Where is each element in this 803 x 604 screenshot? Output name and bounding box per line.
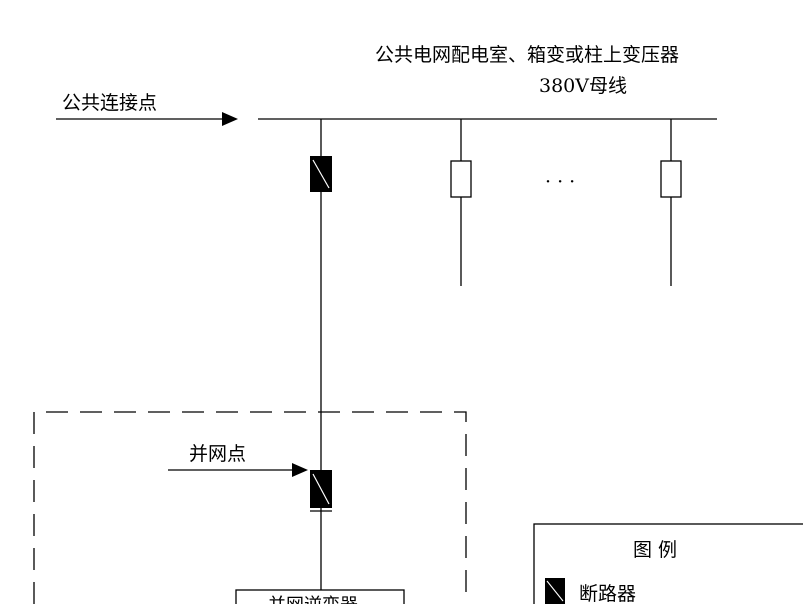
grid-connection-point-label: 并网点 [189,443,246,465]
common-connection-point-label: 公共连接点 [62,92,157,114]
inverter-label: 并网逆变器 [268,595,358,604]
legend-title: 图 例 [633,539,677,561]
legend: 图 例 断路器 [533,523,803,604]
busbar-title: 公共电网配电室、箱变或柱上变压器 [375,44,679,66]
common-connection-arrow-icon [56,112,238,126]
branch-switch-2-icon [450,160,472,198]
legend-item-breaker-label: 断路器 [579,583,636,604]
grid-connection-arrow-icon [168,463,308,477]
grid-connection-breaker-icon [310,470,332,512]
inverter-box [235,589,405,604]
branch-switch-3-icon [660,160,682,198]
ellipsis-text: · · · [545,171,575,193]
legend-breaker-icon [545,578,565,604]
dashed-boundary [33,411,467,604]
main-breaker-icon [310,156,332,192]
busbar-subtitle: 380V母线 [539,75,627,97]
